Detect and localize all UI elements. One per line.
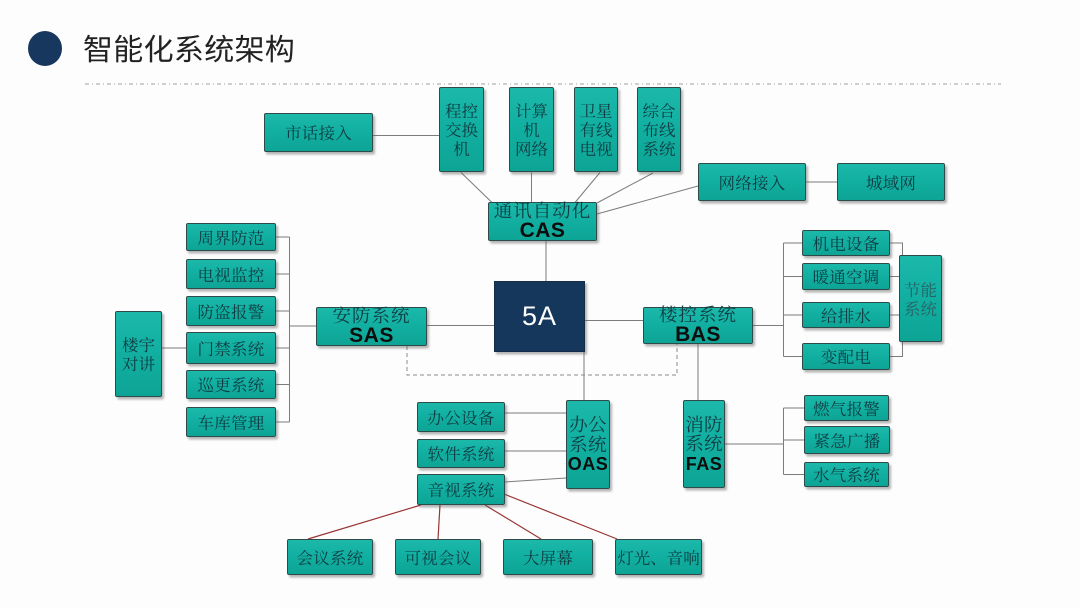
node-power-distribution: 变配电 <box>802 343 890 370</box>
node-cas-label: 通讯自动化 <box>493 196 592 223</box>
node-power-distribution-label: 变配电 <box>820 344 872 368</box>
node-mech-equipment-label: 机电设备 <box>812 230 880 255</box>
node-cas-abbr: CAS <box>519 219 566 243</box>
node-office-equipment-label: 办公设备 <box>427 404 495 429</box>
node-energy-saving-label: 节能 系统 <box>904 276 937 320</box>
connector-sas-bas-dashed <box>406 344 678 376</box>
node-perimeter-defense-label: 周界防范 <box>197 224 265 249</box>
node-office-equipment: 办公设备 <box>417 402 505 432</box>
node-man-label: 城域网 <box>865 169 917 194</box>
node-computer-network-label: 计算 机 网络 <box>515 98 548 160</box>
node-garage-label: 车库管理 <box>197 409 265 434</box>
node-burglar-alarm: 防盗报警 <box>186 296 276 326</box>
page-title: 智能化系统架构 <box>83 25 296 69</box>
node-video-conference: 可视会议 <box>395 539 481 575</box>
connector-satellite-cas <box>574 172 601 203</box>
node-pbx-label: 程控 交换 机 <box>445 98 478 160</box>
node-core-5a: 5A <box>494 281 585 352</box>
node-gas-alarm-label: 燃气报警 <box>813 395 880 420</box>
node-fas-abbr: FAS <box>685 453 723 474</box>
connector-av-oas <box>504 477 567 483</box>
connector-av-lighting <box>503 493 618 540</box>
node-access-control-label: 门禁系统 <box>197 335 265 360</box>
node-video-conference-label: 可视会议 <box>404 544 472 569</box>
node-big-screen-label: 大屏幕 <box>522 544 574 569</box>
node-bas-abbr: BAS <box>675 323 721 347</box>
connector-cas-networkaccess <box>596 185 699 215</box>
node-structured-cabling: 综合 布线 系统 <box>637 87 681 172</box>
node-cctv-label: 电视监控 <box>197 261 265 286</box>
node-software: 软件系统 <box>417 439 505 468</box>
node-city-line-access: 市话接入 <box>264 113 373 152</box>
node-conference: 会议系统 <box>287 539 373 575</box>
connector-mech-energy <box>890 242 903 255</box>
node-computer-network: 计算 机 网络 <box>509 87 554 172</box>
node-sas-label: 安防系统 <box>332 301 411 328</box>
node-emergency-broadcast: 紧急广播 <box>804 426 890 454</box>
connector-av-conference <box>307 504 422 540</box>
node-city-line-access-label: 市话接入 <box>285 120 352 144</box>
title-bullet-icon <box>28 31 62 66</box>
node-av-system: 音视系统 <box>417 474 505 505</box>
node-lighting-audio-label: 灯光、音响 <box>617 544 700 569</box>
node-hvac-label: 暖通空调 <box>812 264 880 288</box>
node-big-screen: 大屏幕 <box>503 539 593 575</box>
connector-pbx-cas <box>460 172 493 203</box>
title-underline <box>85 68 1001 85</box>
node-satellite-catv-label: 卫星 有线 电视 <box>579 98 613 160</box>
node-sas-abbr: SAS <box>349 324 394 348</box>
node-network-access: 网络接入 <box>698 163 806 201</box>
node-lighting-audio: 灯光、音响 <box>615 539 702 575</box>
node-water-drainage-label: 给排水 <box>820 302 872 327</box>
node-mech-equipment: 机电设备 <box>802 230 890 256</box>
node-software-label: 软件系统 <box>427 441 495 465</box>
node-core-5a-label: 5A <box>521 301 558 331</box>
node-conference-label: 会议系统 <box>296 544 364 569</box>
connector-av-bigscreen <box>484 504 542 540</box>
node-gas-alarm: 燃气报警 <box>804 395 889 421</box>
node-satellite-catv: 卫星 有线 电视 <box>574 87 618 172</box>
node-hvac: 暖通空调 <box>802 263 890 290</box>
node-access-control: 门禁系统 <box>186 332 276 364</box>
connector-power-energy <box>890 342 903 357</box>
node-man: 城域网 <box>837 163 945 201</box>
node-energy-saving: 节能 系统 <box>899 255 942 342</box>
node-av-system-label: 音视系统 <box>427 477 495 501</box>
node-intercom: 楼宇 对讲 <box>115 311 162 397</box>
node-bas-label: 楼控系统 <box>658 300 737 327</box>
node-emergency-broadcast-label: 紧急广播 <box>813 427 881 452</box>
node-water-gas-label: 水气系统 <box>813 462 880 486</box>
node-fas-label: 消防 系统 <box>685 410 723 456</box>
node-perimeter-defense: 周界防范 <box>186 223 276 251</box>
node-pbx: 程控 交换 机 <box>439 87 484 172</box>
node-patrol: 巡更系统 <box>186 370 276 399</box>
connector-cabling-cas <box>596 172 654 204</box>
connector-av-videoconference <box>437 504 441 540</box>
node-water-gas: 水气系统 <box>804 462 889 487</box>
node-patrol-label: 巡更系统 <box>197 372 265 396</box>
node-intercom-label: 楼宇 对讲 <box>122 332 155 375</box>
node-oas-abbr: OAS <box>567 454 609 474</box>
node-water-drainage: 给排水 <box>802 302 890 328</box>
node-structured-cabling-label: 综合 布线 系统 <box>642 98 676 160</box>
node-burglar-alarm-label: 防盗报警 <box>197 298 265 323</box>
node-oas-label: 办公 系统 <box>569 411 607 457</box>
node-garage: 车库管理 <box>186 407 276 437</box>
node-cctv: 电视监控 <box>186 259 276 289</box>
node-network-access-label: 网络接入 <box>718 169 786 194</box>
